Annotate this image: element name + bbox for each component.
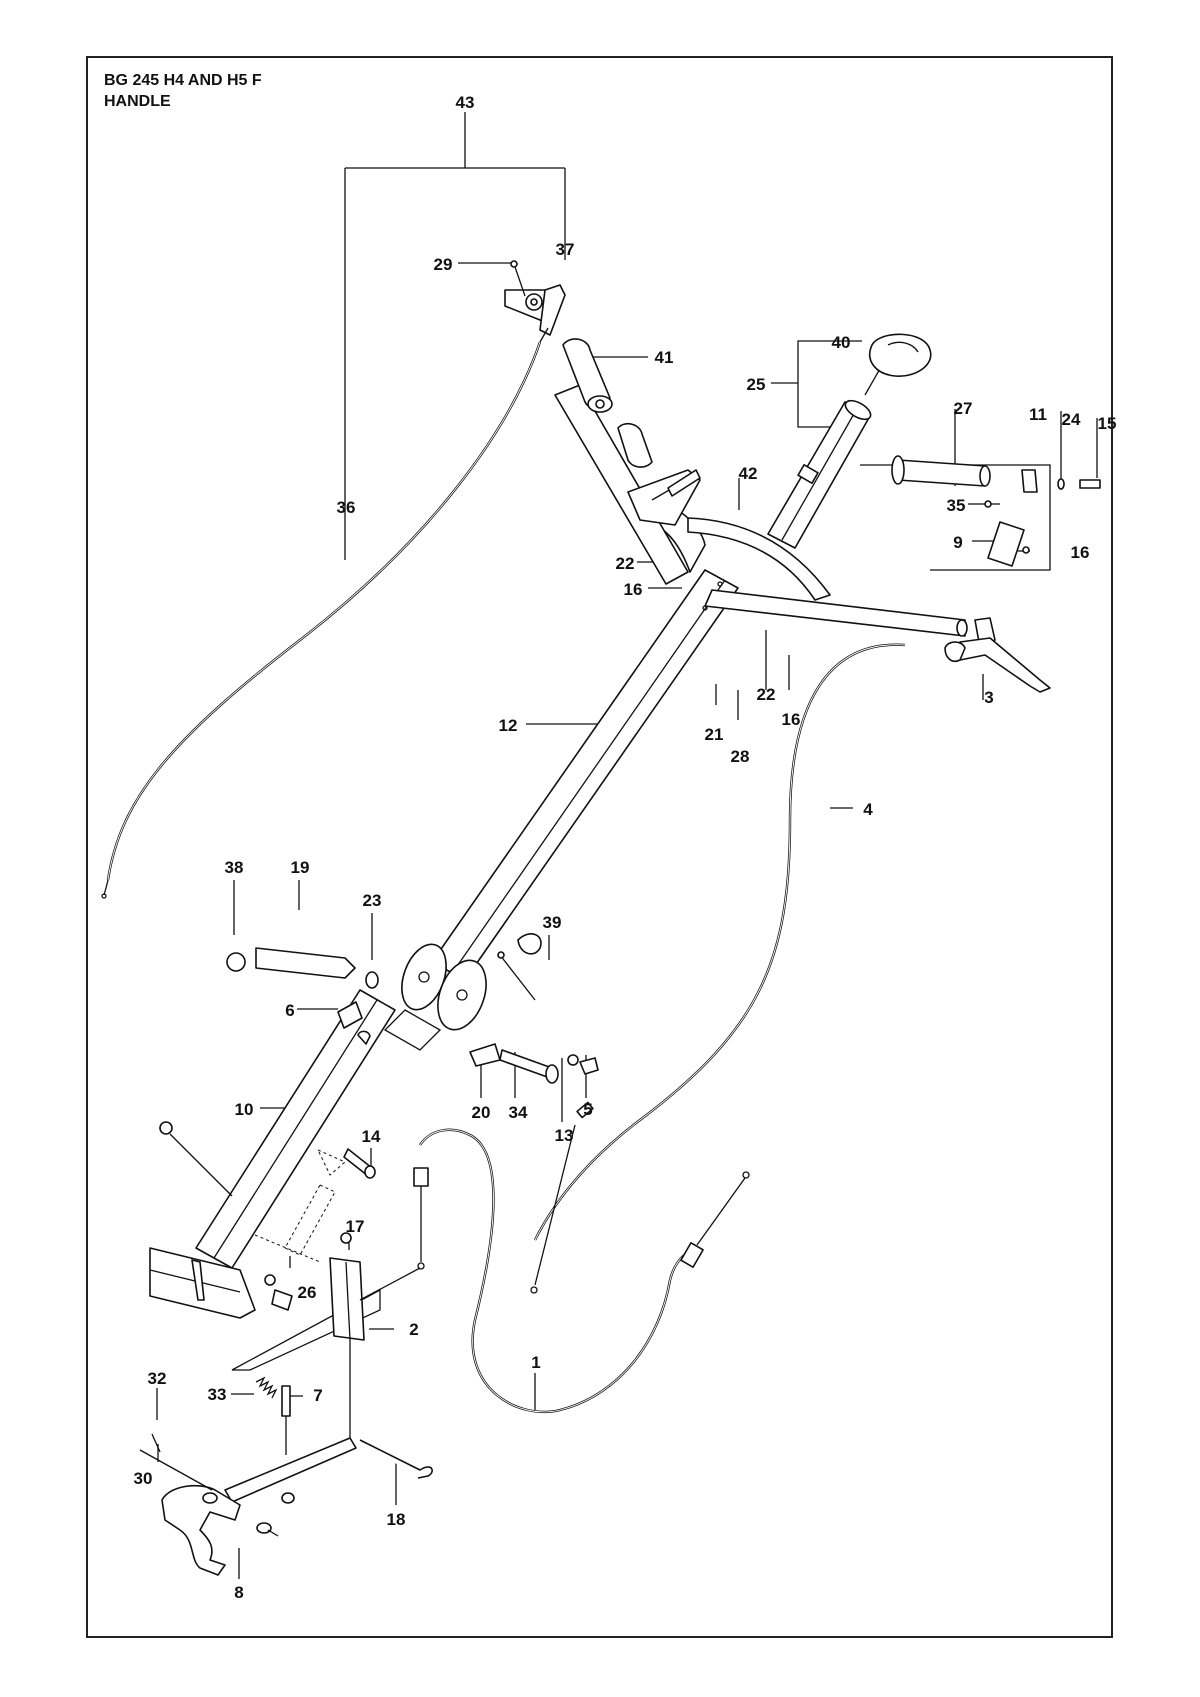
- pivot-assembly: [226, 933, 599, 1084]
- callout-43: 43: [456, 93, 475, 112]
- grip-assembly: [891, 455, 1101, 567]
- callout-labels: 43 37 29 41 40 25 36 27 11 24 15 42 35 9…: [134, 93, 1117, 1602]
- upper-shaft: [431, 500, 739, 981]
- callout-2: 2: [409, 1320, 418, 1339]
- control-lever: [504, 260, 566, 336]
- callout-35: 35: [947, 496, 966, 515]
- callout-16-left: 16: [624, 580, 643, 599]
- callout-9: 9: [953, 533, 962, 552]
- diagram-title: BG 245 H4 AND H5 F HANDLE: [104, 70, 262, 112]
- callout-24: 24: [1062, 410, 1081, 429]
- callout-41: 41: [655, 348, 674, 367]
- throttle-grip: [767, 333, 932, 549]
- callout-10: 10: [235, 1100, 254, 1119]
- callout-23: 23: [363, 891, 382, 910]
- callout-12: 12: [499, 716, 518, 735]
- callout-14: 14: [362, 1127, 381, 1146]
- callout-1: 1: [531, 1353, 540, 1372]
- callout-19: 19: [291, 858, 310, 877]
- callout-16-mid: 16: [782, 710, 801, 729]
- callout-26: 26: [298, 1283, 317, 1302]
- diagram-frame: [86, 56, 1113, 1638]
- callout-33: 33: [208, 1385, 227, 1404]
- callout-21: 21: [705, 725, 724, 744]
- bottom-linkage: [139, 1340, 433, 1576]
- leader-lines: [156, 112, 1098, 1579]
- callout-34: 34: [509, 1103, 528, 1122]
- callout-7: 7: [313, 1386, 322, 1405]
- callout-18: 18: [387, 1510, 406, 1529]
- callout-11: 11: [1029, 405, 1047, 424]
- callout-42: 42: [739, 464, 758, 483]
- callout-40: 40: [832, 333, 851, 352]
- callout-22-mid: 22: [757, 685, 776, 704]
- callout-25: 25: [747, 375, 766, 394]
- bracket: [329, 1232, 421, 1341]
- callout-30: 30: [134, 1469, 153, 1488]
- callout-3: 3: [984, 688, 993, 707]
- callout-27: 27: [954, 399, 973, 418]
- callout-36: 36: [337, 498, 356, 517]
- callout-32: 32: [148, 1369, 167, 1388]
- callout-15: 15: [1098, 414, 1117, 433]
- section-title: HANDLE: [104, 93, 171, 110]
- brake-lever: [944, 617, 1051, 693]
- cable-4: [530, 643, 906, 1294]
- callout-20: 20: [472, 1103, 491, 1122]
- callout-4: 4: [863, 800, 873, 819]
- left-handlebar: [554, 338, 701, 585]
- callout-22-left: 22: [616, 554, 635, 573]
- callout-37: 37: [556, 240, 575, 259]
- right-handlebar: [687, 517, 968, 637]
- springs: [255, 1376, 291, 1455]
- callout-17: 17: [346, 1217, 365, 1236]
- cable-36: [101, 327, 549, 899]
- callout-6: 6: [285, 1001, 294, 1020]
- cable-1: [413, 1128, 750, 1414]
- callout-29: 29: [434, 255, 453, 274]
- callout-16-right: 16: [1071, 543, 1090, 562]
- lower-frame: [149, 989, 396, 1371]
- model-title: BG 245 H4 AND H5 F: [104, 72, 262, 89]
- callout-5: 13: [555, 1126, 574, 1145]
- callout-8: 8: [234, 1583, 243, 1602]
- callout-28: 28: [731, 747, 750, 766]
- callout-39: 39: [543, 913, 562, 932]
- callout-13: 5: [583, 1100, 592, 1119]
- callout-38: 38: [225, 858, 244, 877]
